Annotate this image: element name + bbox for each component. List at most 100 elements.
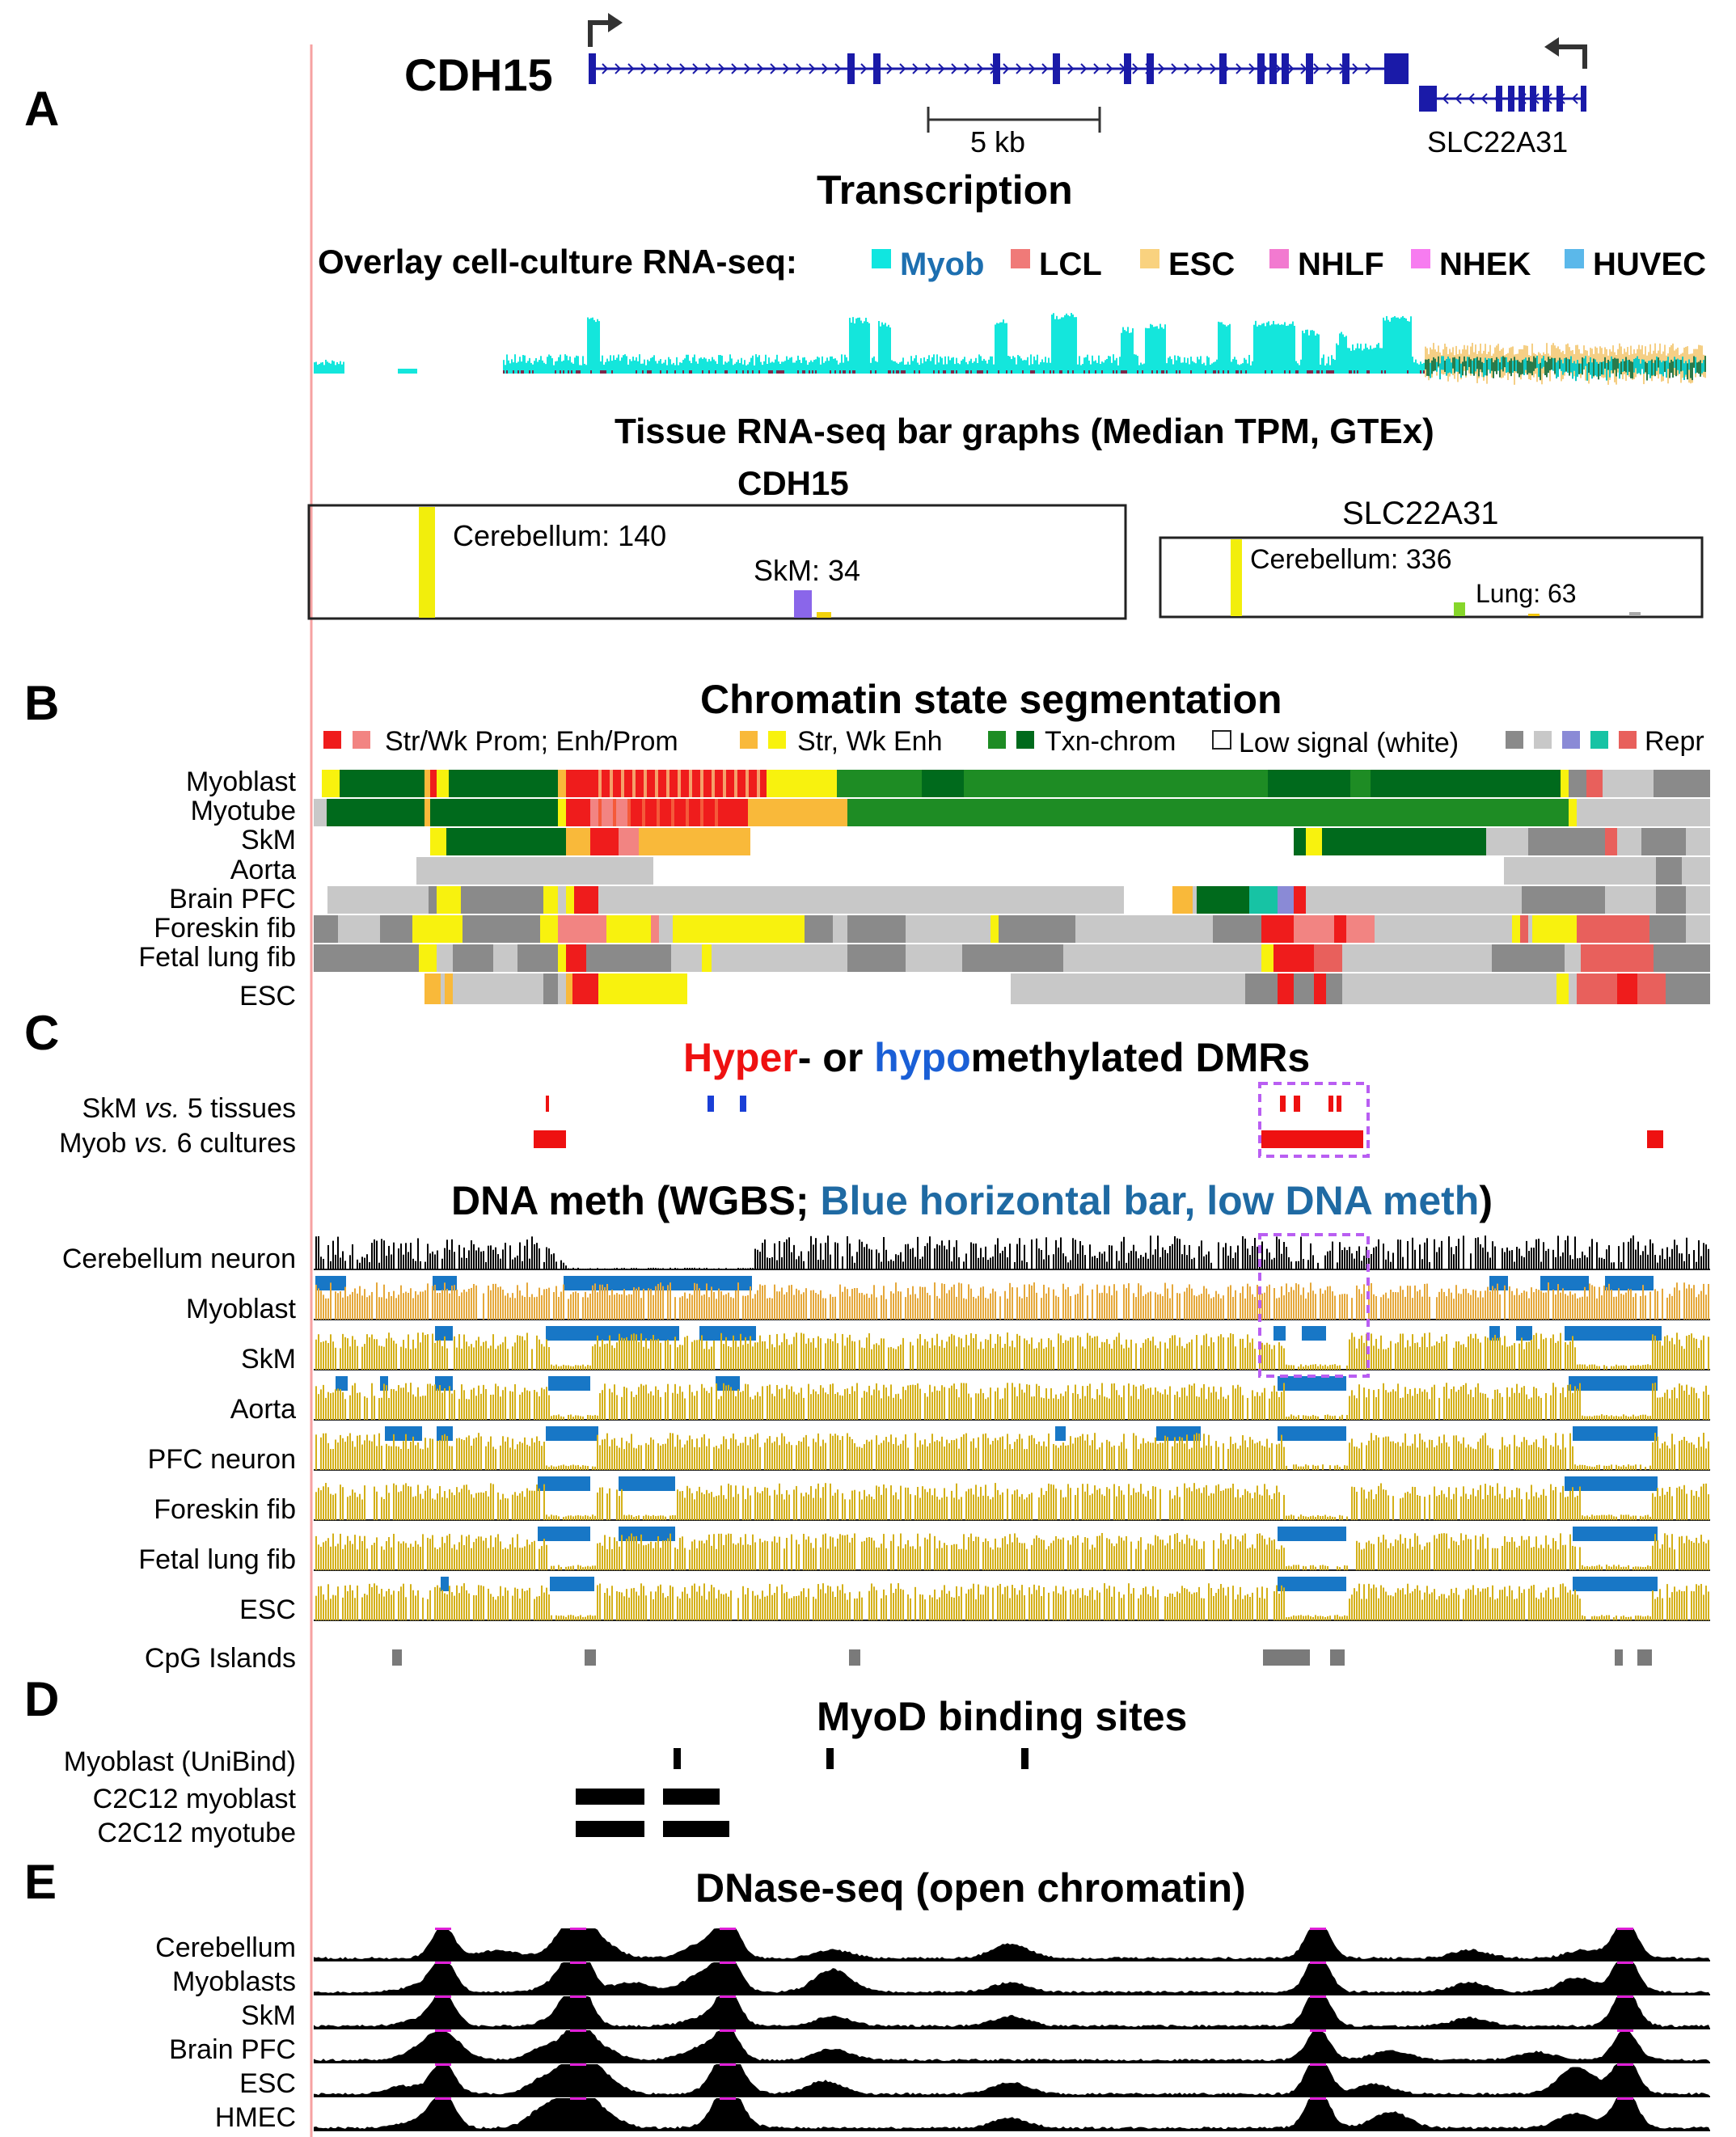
- meth-bar: [1518, 1392, 1520, 1420]
- meth-bar: [769, 1297, 771, 1320]
- rna-bar: [1552, 343, 1554, 370]
- meth-bar: [342, 1487, 344, 1520]
- rna-bar: [1591, 348, 1593, 369]
- chromatin-segment: [1569, 770, 1586, 797]
- meth-bar: [1373, 1247, 1375, 1269]
- chromatin-segment: [606, 915, 651, 943]
- rna-bar: [943, 370, 944, 374]
- rna-bar: [1032, 370, 1033, 374]
- rna-bar: [1641, 345, 1643, 368]
- meth-bar: [759, 1252, 761, 1269]
- meth-bar: [1414, 1343, 1416, 1370]
- meth-bar: [648, 1515, 649, 1520]
- meth-bar: [359, 1535, 361, 1570]
- meth-bar: [393, 1341, 395, 1370]
- meth-bar: [1424, 1242, 1426, 1269]
- exon: [1053, 53, 1060, 84]
- meth-bar: [1002, 1436, 1003, 1470]
- meth-bar: [1657, 1290, 1658, 1320]
- meth-bar: [1485, 1433, 1486, 1470]
- meth-bar: [1077, 1394, 1079, 1420]
- meth-bar: [335, 1389, 336, 1420]
- rna-bar: [720, 355, 721, 374]
- meth-bar: [1048, 1255, 1050, 1269]
- meth-bar: [335, 1546, 336, 1570]
- meth-bar: [861, 1292, 863, 1320]
- rna-bar: [338, 364, 340, 374]
- meth-bar: [357, 1293, 358, 1320]
- meth-bar: [315, 1236, 317, 1269]
- rna-bar: [1378, 343, 1379, 374]
- rna-bar: [1159, 323, 1161, 374]
- meth-bar: [1298, 1516, 1299, 1520]
- meth-bar: [1167, 1348, 1168, 1370]
- meth-bar: [1203, 1335, 1205, 1370]
- rna-bar: [896, 362, 898, 374]
- rna-bar: [1061, 370, 1062, 374]
- meth-bar: [922, 1345, 923, 1370]
- meth-bar: [505, 1295, 506, 1320]
- rna-bar: [341, 364, 343, 374]
- meth-bar: [1526, 1240, 1527, 1269]
- meth-bar: [378, 1297, 380, 1320]
- meth-bar: [1472, 1290, 1474, 1320]
- rna-bar: [1011, 370, 1012, 374]
- meth-bar: [1511, 1387, 1513, 1420]
- rna-bar: [1494, 347, 1496, 367]
- meth-bar: [941, 1240, 943, 1269]
- meth-bar: [1708, 1337, 1709, 1370]
- chevron-icon: [1003, 63, 1010, 74]
- meth-bar: [1504, 1336, 1506, 1370]
- rna-bar: [1501, 357, 1502, 370]
- meth-bar: [1303, 1415, 1304, 1420]
- meth-bar: [553, 1515, 555, 1520]
- meth-bar: [1283, 1242, 1285, 1269]
- meth-bar: [1244, 1440, 1246, 1470]
- meth-bar: [347, 1296, 348, 1320]
- meth-bar: [327, 1442, 329, 1470]
- rna-bar: [1341, 332, 1342, 374]
- meth-bar: [364, 1344, 365, 1370]
- meth-bar: [400, 1491, 402, 1520]
- chevron-icon: [770, 63, 777, 74]
- low-meth-bar: [619, 1476, 675, 1491]
- rna-bar: [1265, 326, 1266, 374]
- meth-bar: [623, 1386, 625, 1420]
- chevron-icon: [1571, 93, 1578, 104]
- meth-bar: [1048, 1287, 1050, 1320]
- meth-bar: [1560, 1449, 1561, 1470]
- meth-bar: [483, 1493, 484, 1520]
- chevron-icon: [1248, 63, 1256, 74]
- rna-bar: [547, 357, 548, 374]
- rna-bar: [1459, 356, 1460, 374]
- meth-bar: [568, 1414, 569, 1420]
- meth-bar: [1315, 1517, 1316, 1520]
- rna-bar: [1137, 370, 1138, 374]
- meth-bar: [1167, 1288, 1168, 1320]
- rna-bar: [952, 370, 954, 374]
- meth-bar: [965, 1433, 967, 1470]
- rna-bar: [1462, 361, 1464, 375]
- meth-bar: [1053, 1443, 1054, 1470]
- meth-bar: [1463, 1384, 1464, 1420]
- rna-bar: [1058, 319, 1059, 374]
- rna-bar: [416, 369, 417, 374]
- rna-bar: [904, 370, 906, 374]
- meth-bar: [1106, 1439, 1108, 1470]
- rna-bar: [1216, 359, 1218, 374]
- meth-bar: [691, 1439, 693, 1470]
- meth-bar: [1094, 1336, 1096, 1370]
- meth-bar: [1058, 1539, 1059, 1570]
- meth-bar: [1036, 1535, 1037, 1570]
- meth-bar: [1552, 1383, 1554, 1420]
- meth-bar: [1596, 1366, 1598, 1370]
- meth-bar: [1213, 1539, 1214, 1570]
- rna-bar: [1300, 359, 1302, 374]
- meth-bar: [376, 1446, 378, 1470]
- rna-bar: [949, 360, 951, 374]
- panel-label-e: E: [24, 1855, 57, 1909]
- meth-bar: [434, 1342, 436, 1370]
- meth-bar: [965, 1491, 967, 1520]
- meth-bar: [1176, 1533, 1178, 1570]
- meth-bar: [522, 1392, 523, 1420]
